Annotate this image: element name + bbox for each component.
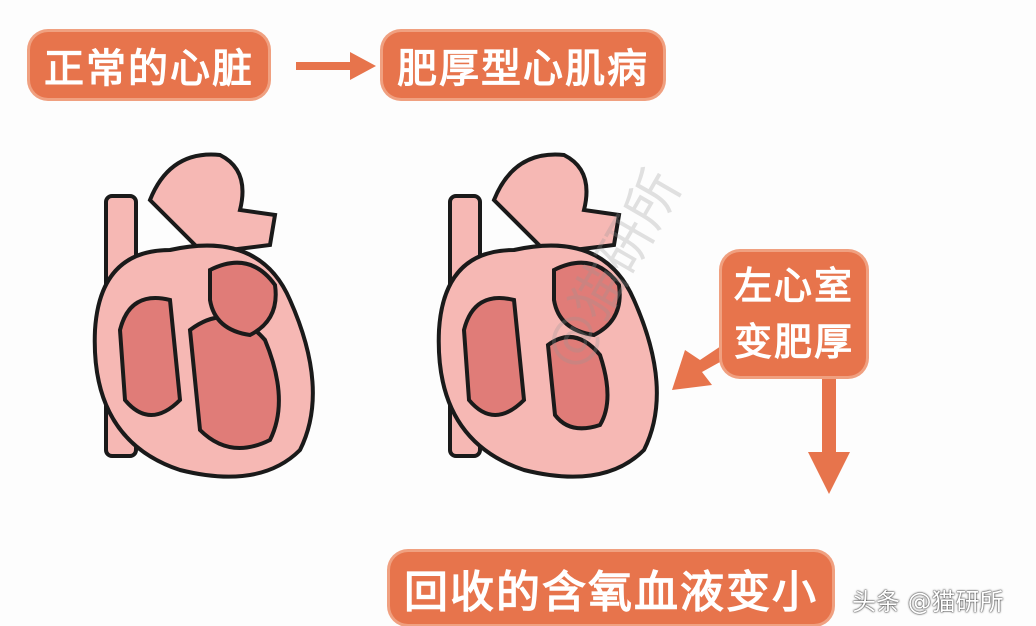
source-watermark: 头条 @猫研所 (852, 588, 1004, 616)
label-reduced-blood: 回收的含氧血液变小 (390, 552, 832, 624)
normal-heart (92, 152, 315, 479)
label-lv-line1: 左心室 (734, 264, 855, 308)
hypertrophic-heart (436, 152, 659, 479)
label-lv-line2: 变肥厚 (734, 320, 855, 364)
label-lv-thickening: 左心室 变肥厚 (722, 252, 867, 376)
label-hcm: 肥厚型心肌病 (383, 32, 663, 98)
arrow-down (808, 378, 850, 494)
arrow-right (296, 52, 376, 80)
label-normal-heart: 正常的心脏 (30, 32, 268, 98)
arrow-left-down (672, 340, 738, 390)
